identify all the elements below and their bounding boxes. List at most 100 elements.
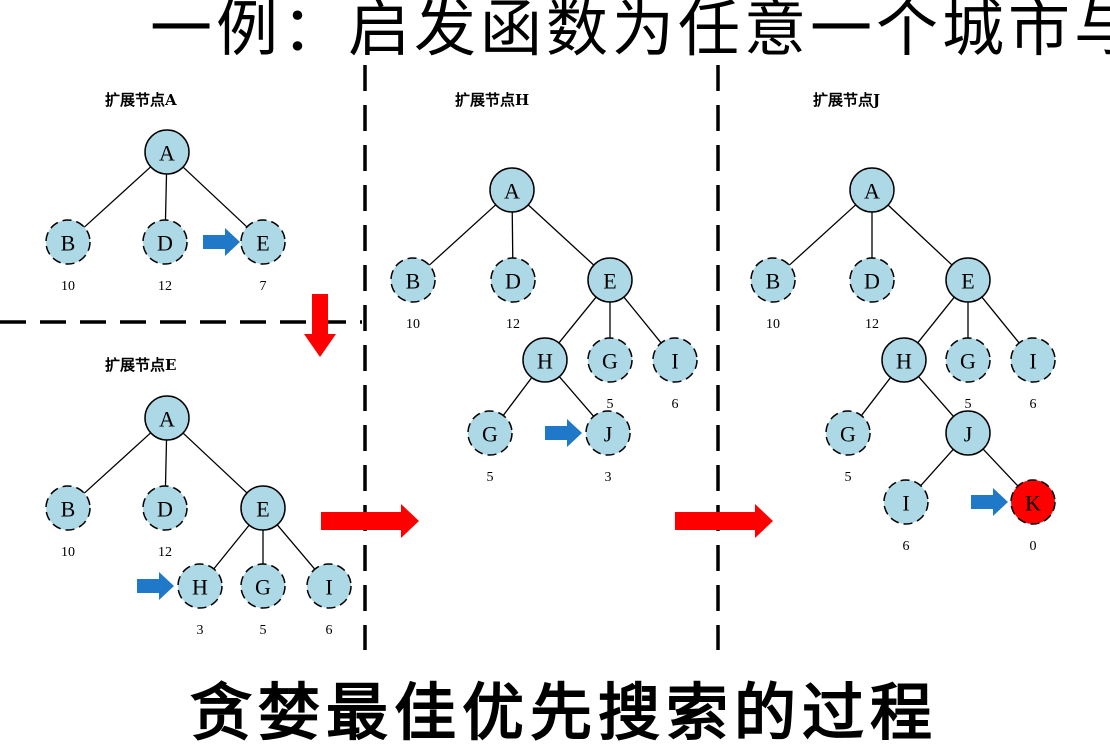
node-label: B <box>406 269 421 294</box>
edge-A-E <box>527 204 595 266</box>
edge-A-B <box>788 204 857 266</box>
node-E: E <box>240 485 286 531</box>
node-label: E <box>603 269 616 294</box>
red-arrow-right-2 <box>675 504 773 538</box>
node-circle <box>750 257 796 303</box>
node-B: B10 <box>45 219 91 294</box>
node-circle <box>652 337 698 383</box>
heuristic-value: 12 <box>865 317 879 332</box>
node-label: A <box>504 179 520 204</box>
node-A: A <box>144 395 190 441</box>
node-circle <box>45 485 91 531</box>
node-G2: G5 <box>467 410 513 485</box>
search-tree-diagram: 扩展节点AAB10D12E7扩展节点EAB10D12EH3G5I6扩展节点HAB… <box>0 65 1056 650</box>
node-label: I <box>1029 349 1036 374</box>
node-circle <box>306 563 352 609</box>
node-label: I <box>325 575 332 600</box>
edge-A-B <box>83 166 152 228</box>
heuristic-value: 6 <box>903 539 910 554</box>
node-circle <box>825 410 871 456</box>
node-label: K <box>1025 491 1041 516</box>
node-label: E <box>256 231 269 256</box>
node-circle <box>849 257 895 303</box>
node-circle <box>144 395 190 441</box>
heuristic-value: 6 <box>672 397 679 412</box>
edge-A-B <box>83 432 152 494</box>
node-circle <box>883 479 929 525</box>
edge-A-B <box>428 204 497 266</box>
heuristic-value: 5 <box>845 470 852 485</box>
node-label: A <box>159 407 175 432</box>
node-G2: G5 <box>825 410 871 485</box>
node-A: A <box>489 167 535 213</box>
edge-H-G2 <box>860 377 892 416</box>
node-H: H3 <box>177 563 223 638</box>
edge-H-J <box>558 376 595 417</box>
node-label: A <box>159 141 175 166</box>
node-label: B <box>766 269 781 294</box>
node-E: E7 <box>240 219 286 294</box>
node-circle <box>881 337 927 383</box>
blue-arrow-expand-a <box>203 228 240 256</box>
node-label: H <box>192 575 208 600</box>
edge-E-I <box>623 296 662 344</box>
node-I2: I6 <box>883 479 929 554</box>
edge-E-H <box>213 524 250 570</box>
node-E: E <box>945 257 991 303</box>
heuristic-value: 6 <box>1030 397 1037 412</box>
slide-caption: 贪婪最佳优先搜索的过程 <box>190 676 939 749</box>
panel-label: 扩展节点J <box>813 91 880 109</box>
node-G1: G5 <box>587 337 633 412</box>
panel-label: 扩展节点H <box>455 91 529 109</box>
node-circle <box>144 129 190 175</box>
node-circle <box>489 167 535 213</box>
node-label: J <box>604 422 613 447</box>
node-H: H <box>881 337 927 383</box>
node-label: B <box>61 231 76 256</box>
node-circle <box>490 257 536 303</box>
node-label: G <box>255 575 271 600</box>
node-circle <box>390 257 436 303</box>
node-circle <box>142 485 188 531</box>
blue-arrow-expand-j <box>971 488 1008 516</box>
slide-title: 一例：启发函数为任意一个城市与 <box>150 0 1110 65</box>
node-D: D12 <box>142 219 188 294</box>
node-circle <box>945 410 991 456</box>
node-D: D12 <box>142 485 188 560</box>
node-label: B <box>61 497 76 522</box>
edge-A-D <box>164 173 168 221</box>
node-label: E <box>256 497 269 522</box>
node-circle <box>1010 337 1056 383</box>
node-E: E <box>587 257 633 303</box>
node-circle <box>587 337 633 383</box>
heuristic-value: 5 <box>607 397 614 412</box>
node-label: D <box>864 269 880 294</box>
node-circle <box>849 167 895 213</box>
node-B: B10 <box>750 257 796 332</box>
node-circle <box>240 219 286 265</box>
heuristic-value: 6 <box>326 623 333 638</box>
red-arrow-down <box>304 294 336 357</box>
node-A: A <box>144 129 190 175</box>
node-circle <box>45 219 91 265</box>
node-D: D 12 <box>849 257 895 332</box>
node-G: G5 <box>240 563 286 638</box>
heuristic-value: 12 <box>506 317 520 332</box>
edge-A-D <box>164 439 168 487</box>
node-J: J3 <box>585 410 631 485</box>
node-circle <box>142 219 188 265</box>
node-A: A <box>849 167 895 213</box>
node-circle <box>587 257 633 303</box>
node-B: B10 <box>390 257 436 332</box>
panel-label: 扩展节点E <box>105 356 176 374</box>
node-label: G <box>960 349 976 374</box>
node-circle <box>522 337 568 383</box>
node-J: J <box>945 410 991 456</box>
node-circle <box>945 257 991 303</box>
node-circle <box>467 410 513 456</box>
node-H: H <box>522 337 568 383</box>
edge-E-H <box>558 296 597 344</box>
